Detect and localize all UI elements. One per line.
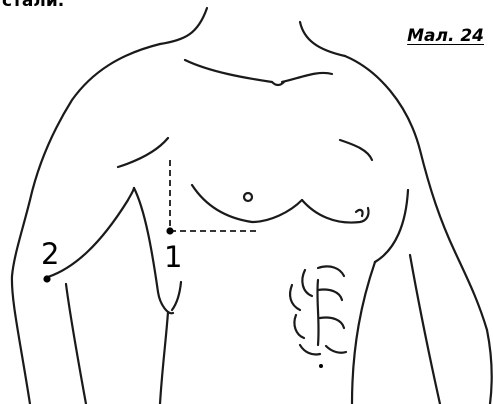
abs-center-line <box>317 280 318 345</box>
point2-marker <box>43 275 50 282</box>
right-arm-inner-outline <box>375 190 408 262</box>
left-shoulder-outline <box>12 44 160 404</box>
abs-outline-4 <box>318 289 342 300</box>
left-nipple <box>244 193 252 201</box>
abs-outline-6 <box>320 317 344 328</box>
abs-outline-7 <box>300 345 320 355</box>
right-collarbone <box>282 73 332 82</box>
neck-left-outline <box>160 8 207 44</box>
right-nipple <box>356 210 363 216</box>
sternum-notch <box>272 82 284 85</box>
left-pec-lower <box>192 185 302 222</box>
left-lat-line <box>172 282 181 310</box>
neck-right-outline <box>300 22 345 56</box>
right-shoulder-outline <box>345 56 492 404</box>
point2-label: 2 <box>41 240 59 269</box>
right-pec-upper <box>340 140 372 160</box>
left-collarbone <box>185 60 272 82</box>
navel-dot <box>319 364 323 368</box>
point1-label: 1 <box>164 243 182 272</box>
left-lower-body <box>160 312 168 404</box>
left-pec-upper <box>118 138 168 167</box>
abs-outline-1 <box>302 270 312 296</box>
point1-marker <box>166 227 173 234</box>
figure-label: Мал. 24 <box>407 26 484 46</box>
abs-outline-5 <box>294 315 304 338</box>
right-arm-inner-lower <box>410 255 440 404</box>
abs-outline-3 <box>290 285 300 310</box>
abs-outline-8 <box>326 346 346 353</box>
left-forearm-outline <box>66 284 86 404</box>
abs-outline-2 <box>318 266 344 276</box>
right-torso-side <box>352 262 375 404</box>
left-arm-inner-outline <box>48 188 134 277</box>
header-fragment: стали. <box>2 0 64 11</box>
